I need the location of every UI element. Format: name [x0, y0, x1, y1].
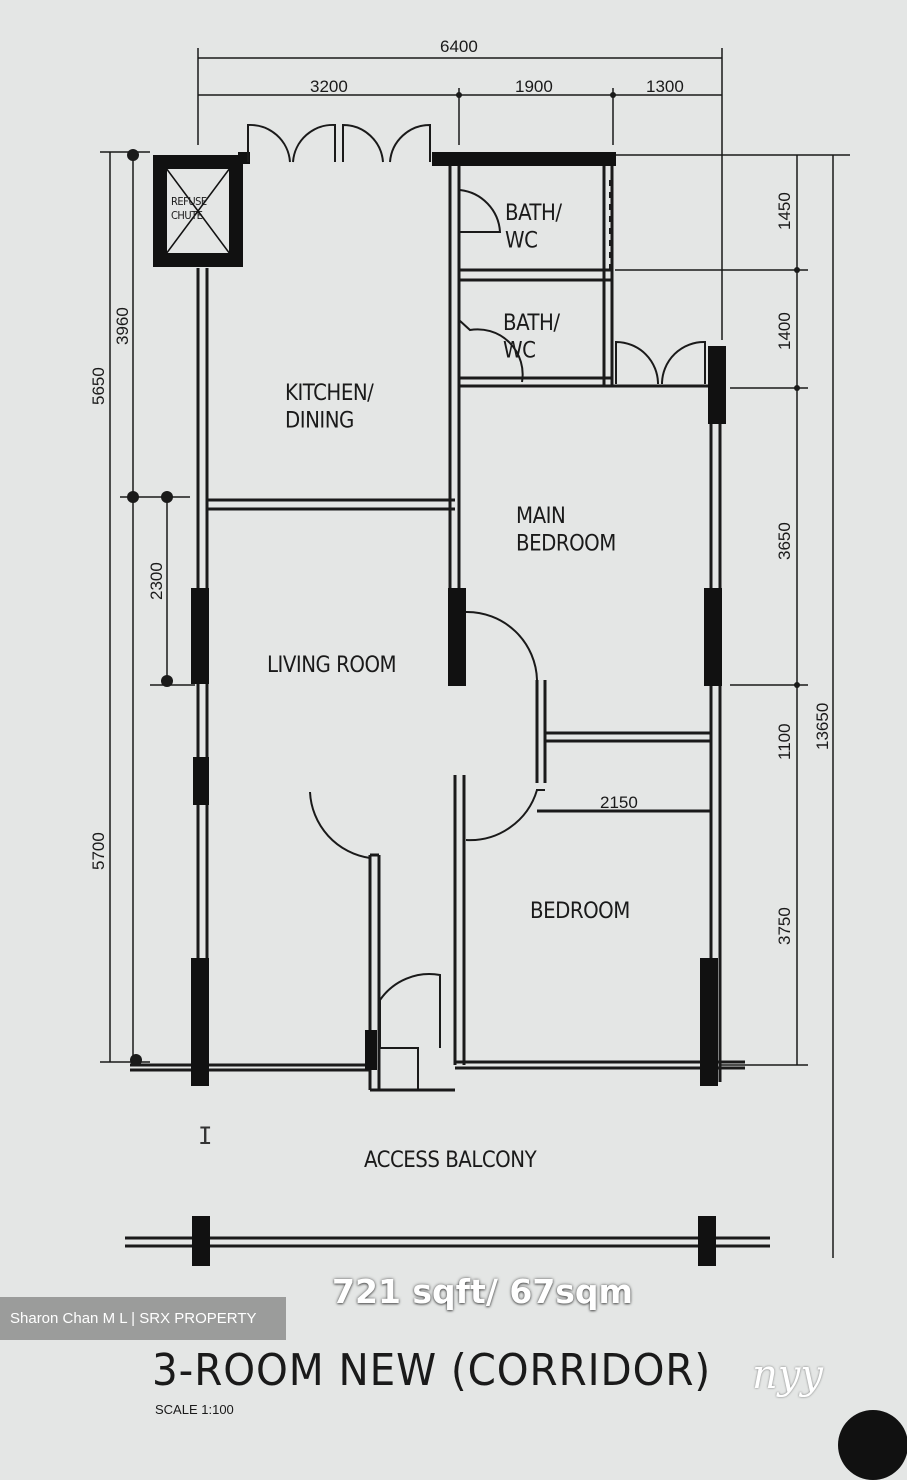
dim-right-b: 1400	[775, 312, 794, 350]
label-access-balcony: ACCESS BALCONY	[364, 1148, 538, 1173]
dim-top-total: 6400	[440, 37, 478, 56]
corner-decoration	[838, 1410, 907, 1480]
agent-watermark: Sharon Chan M L | SRX PROPERTY	[0, 1297, 286, 1340]
dim-top-c: 1300	[646, 77, 684, 96]
label-kitchen-dining: KITCHEN/DINING	[285, 381, 374, 434]
signature-logo: nyy	[752, 1352, 823, 1398]
floor-plan: 6400 3200 1900 1300 1450 1400 3650 1100 …	[89, 37, 850, 1266]
dim-right-c: 3650	[775, 522, 794, 560]
text-cursor-icon: I	[198, 1122, 213, 1150]
dim-right-d: 3750	[775, 907, 794, 945]
label-bath-2: BATH/WC	[503, 311, 560, 364]
label-living-room: LIVING ROOM	[267, 653, 396, 678]
dim-top-a: 3200	[310, 77, 348, 96]
dim-right-total: 13650	[813, 703, 832, 750]
dim-left-c: 2300	[147, 562, 166, 600]
label-bedroom: BEDROOM	[530, 899, 630, 924]
dim-right-a: 1450	[775, 192, 794, 230]
label-bath-1: BATH/WC	[505, 201, 562, 254]
dim-left-b: 5650	[89, 367, 108, 405]
dim-left-d: 5700	[89, 832, 108, 870]
dim-right-mid: 1100	[775, 723, 794, 760]
area-overlay: 721 sqft/ 67sqm	[332, 1272, 633, 1311]
plan-scale: SCALE 1:100	[155, 1402, 234, 1417]
dim-bedroom-width: 2150	[600, 793, 638, 812]
dim-top-b: 1900	[515, 77, 553, 96]
plan-title: 3-ROOM NEW (CORRIDOR)	[152, 1345, 712, 1396]
dim-left-a: 3960	[113, 307, 132, 345]
